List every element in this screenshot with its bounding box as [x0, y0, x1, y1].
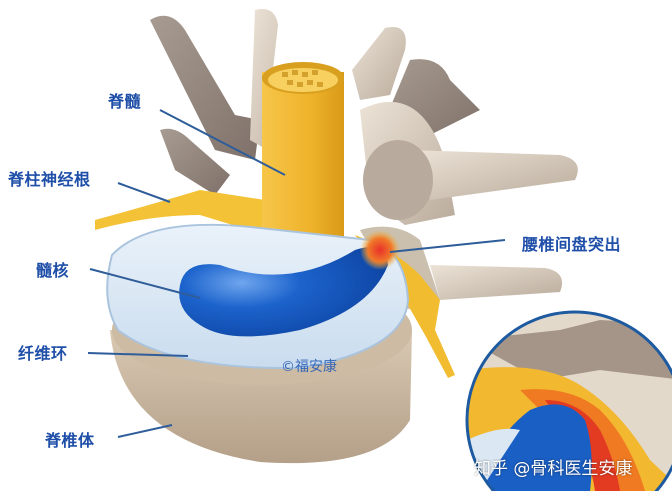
- nerve-roots: [95, 190, 455, 378]
- copyright-text: ©福安康: [281, 359, 337, 375]
- herniation-inset: [467, 312, 672, 491]
- leader-lines: [87, 109, 506, 438]
- label-spinal-cord: 脊髓: [108, 92, 142, 111]
- label-annulus-fibrosus: 纤维环: [18, 344, 68, 363]
- intervertebral-disc: [106, 223, 410, 370]
- inset-border: [465, 310, 672, 491]
- spinal-cord: [262, 62, 344, 247]
- label-vertebral-body: 脊椎体: [45, 431, 95, 450]
- watermark-text: 知乎 @骨科医生安康: [474, 459, 633, 479]
- label-herniation: 腰椎间盘突出: [522, 235, 622, 254]
- label-nucleus-pulposus: 髓核: [36, 261, 70, 280]
- label-spinal-nerve-root: 脊柱神经根: [8, 170, 91, 189]
